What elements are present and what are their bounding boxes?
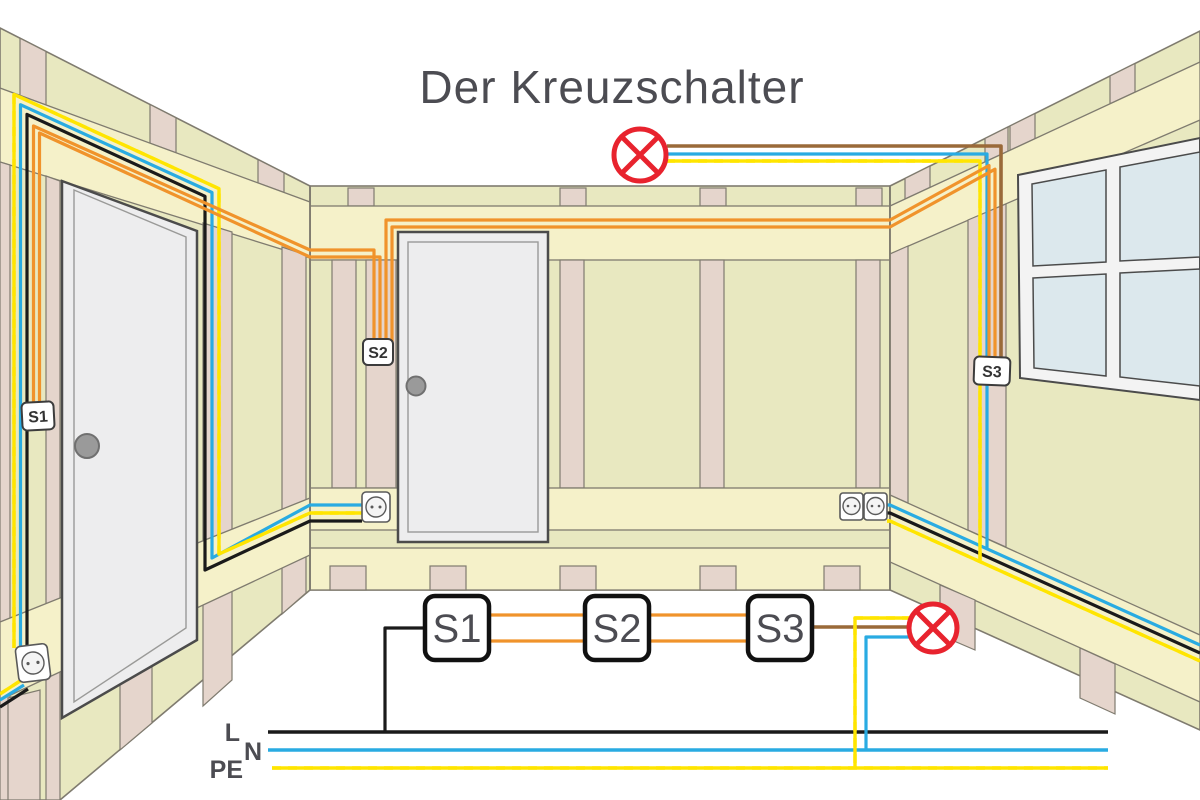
socket-back-wall-double — [839, 492, 888, 521]
wire-orange-s1-s2-b — [37, 131, 382, 404]
schematic: S1 S2 S3 L N PE — [210, 593, 1110, 784]
wire-blue-right — [887, 503, 1200, 647]
schematic-wire-pe — [853, 616, 913, 770]
schematic-s3-text: S3 — [756, 607, 805, 651]
wire-brown-ceiling — [667, 144, 1003, 360]
bus-label-l: L — [225, 719, 240, 747]
wire-blue-tail — [0, 683, 25, 702]
wire-pe-left — [0, 92, 364, 696]
switch-s1-text: S1 — [28, 408, 49, 426]
wire-pe-ceiling — [664, 159, 982, 563]
lamp-icon-schematic — [906, 601, 960, 655]
switch-label-s2: S2 — [362, 338, 394, 366]
wire-black-left — [25, 112, 362, 648]
switch-s3-text: S3 — [982, 364, 1002, 382]
ceiling-lamp-icon — [611, 126, 669, 184]
wire-pe-right — [885, 519, 1200, 663]
switch-label-s1: S1 — [20, 400, 56, 432]
wire-blue-left — [18, 103, 362, 648]
bus-label-n: N — [244, 738, 262, 766]
door-knob-icon — [74, 433, 100, 459]
switch-s2-text: S2 — [368, 345, 388, 362]
window — [1016, 136, 1200, 402]
room-wiring — [0, 92, 1200, 709]
bus-label-pe: PE — [210, 756, 243, 784]
wire-blue-ceiling — [667, 152, 989, 548]
wire-orange-s1-s2-a — [31, 124, 376, 404]
socket-back-wall-single — [361, 491, 391, 523]
left-door — [60, 179, 199, 721]
back-door — [396, 230, 550, 544]
schematic-switch-box-s2 — [582, 593, 652, 663]
schematic-switch-box-s1 — [422, 593, 492, 663]
door-knob-icon — [405, 375, 427, 397]
schematic-wire-n — [864, 635, 911, 750]
wire-black-tail — [0, 687, 29, 709]
page-title: Der Kreuzschalter — [419, 61, 804, 113]
schematic-wire-l-riser — [383, 626, 425, 732]
wire-orange-s2-s3-a — [384, 163, 991, 360]
wire-orange-s2-s3-b — [390, 167, 997, 360]
wire-black-right — [887, 511, 1200, 655]
switch-label-s3: S3 — [972, 355, 1012, 387]
schematic-s1-text: S1 — [433, 607, 482, 651]
schematic-s2-text: S2 — [593, 607, 642, 651]
socket-left-wall — [14, 642, 52, 684]
schematic-switch-box-s3 — [745, 593, 815, 663]
